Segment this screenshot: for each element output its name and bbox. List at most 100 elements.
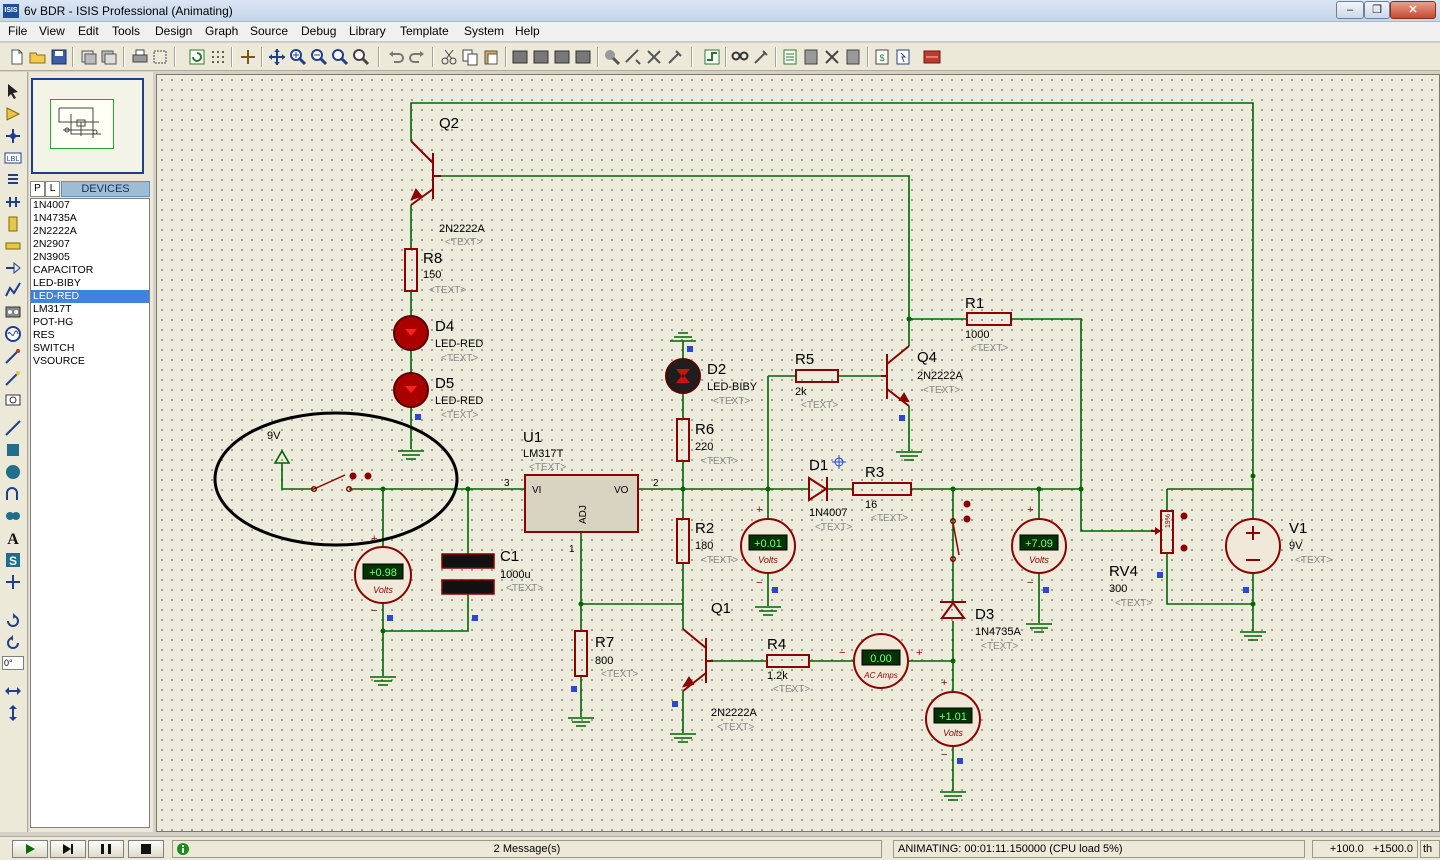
voltage-probe-icon[interactable] (4, 347, 22, 365)
terminals-icon[interactable] (4, 237, 22, 255)
message-field[interactable]: 2 Message(s) (172, 840, 882, 858)
diode-d1[interactable] (808, 476, 828, 502)
device-item-switch[interactable]: SWITCH (33, 342, 75, 354)
copy-icon[interactable] (461, 48, 479, 66)
close-button[interactable]: ✕ (1390, 1, 1436, 19)
paste-icon[interactable] (482, 48, 500, 66)
schematic-canvas[interactable]: Q2 2N2222A <TEXT> R8 150 <TEXT> D4 LED-R… (156, 74, 1440, 832)
menu-help[interactable]: Help (515, 24, 540, 38)
wire-autorouter-icon[interactable] (703, 48, 721, 66)
bill-of-materials-icon[interactable]: $ (873, 48, 891, 66)
resistor-r1[interactable] (966, 312, 1012, 326)
pick-device-icon[interactable] (603, 48, 621, 66)
undo-icon[interactable] (387, 48, 405, 66)
transistor-q4[interactable] (881, 345, 910, 407)
export-icon[interactable] (100, 48, 118, 66)
switch[interactable] (310, 474, 353, 493)
voltmeter-output[interactable] (740, 518, 796, 574)
wire-label-icon[interactable]: LBL (4, 149, 22, 167)
device-item-capacitor[interactable]: CAPACITOR (33, 264, 94, 276)
switch-toggle-dot[interactable] (349, 472, 357, 480)
save-icon[interactable] (50, 48, 68, 66)
device-item-2n3905[interactable]: 2N3905 (33, 251, 70, 263)
device-item-2n2222a[interactable]: 2N2222A (33, 225, 77, 237)
device-pins-icon[interactable] (4, 259, 22, 277)
package-tool-icon[interactable] (645, 48, 663, 66)
menu-system[interactable]: System (464, 24, 505, 38)
graph-mode-icon[interactable] (4, 281, 22, 299)
switch-toggle-dot[interactable] (963, 515, 971, 523)
voltmeter-input[interactable] (354, 546, 412, 604)
device-item-1n4007[interactable]: 1N4007 (33, 199, 70, 211)
import-icon[interactable] (80, 48, 98, 66)
menu-design[interactable]: Design (155, 24, 193, 38)
device-item-lm317t[interactable]: LM317T (33, 303, 72, 315)
current-probe-icon[interactable] (4, 369, 22, 387)
cut-icon[interactable] (440, 48, 458, 66)
device-item-pot-hg[interactable]: POT-HG (33, 316, 74, 328)
resistor-r6[interactable] (676, 418, 690, 462)
zener-diode-d3[interactable] (940, 601, 966, 619)
make-device-icon[interactable] (624, 48, 642, 66)
component-mode-icon[interactable] (4, 105, 22, 123)
mirror-horizontal-icon[interactable] (4, 682, 22, 700)
marker-tool-icon[interactable] (4, 573, 22, 591)
menu-file[interactable]: File (8, 24, 28, 38)
power-terminal-9v[interactable] (273, 449, 291, 464)
led-d2[interactable] (665, 358, 701, 394)
origin-icon[interactable] (239, 48, 257, 66)
menu-library[interactable]: Library (349, 24, 386, 38)
menu-graph[interactable]: Graph (205, 24, 239, 38)
switch-toggle-dot[interactable] (963, 500, 971, 508)
device-item-1n4735a[interactable]: 1N4735A (33, 212, 77, 224)
print-icon[interactable] (131, 48, 149, 66)
property-tool-icon[interactable] (752, 48, 770, 66)
buses-icon[interactable] (4, 193, 22, 211)
menu-template[interactable]: Template (400, 24, 449, 38)
circle-tool-icon[interactable] (4, 463, 22, 481)
library-tab[interactable]: L (45, 181, 60, 197)
block-delete-icon[interactable] (574, 48, 592, 66)
overview-viewport[interactable] (50, 99, 114, 149)
menu-source[interactable]: Source (250, 24, 289, 38)
resistor-r3[interactable] (852, 482, 912, 496)
zoom-all-icon[interactable] (331, 48, 349, 66)
selection-mode-icon[interactable] (4, 82, 22, 100)
pick-devices-tab[interactable]: P (30, 181, 45, 197)
block-move-icon[interactable] (532, 48, 550, 66)
search-icon[interactable] (731, 48, 749, 66)
voltmeter-right[interactable] (1011, 518, 1067, 574)
subcircuit-icon[interactable] (4, 215, 22, 233)
voltage-source-v1[interactable] (1225, 518, 1281, 574)
block-rotate-icon[interactable] (553, 48, 571, 66)
path-tool-icon[interactable] (4, 507, 22, 525)
rv4-decrease-dot[interactable] (1180, 544, 1188, 552)
menu-view[interactable]: View (39, 24, 65, 38)
ares-netlist-icon[interactable] (923, 48, 941, 66)
grid-icon[interactable] (209, 48, 227, 66)
voltmeter-zener[interactable] (925, 691, 981, 747)
resistor-r5[interactable] (795, 369, 839, 383)
play-button[interactable] (12, 840, 48, 858)
capacitor-c1[interactable] (441, 553, 495, 595)
rotate-anticlockwise-icon[interactable] (4, 634, 22, 652)
design-explorer-icon[interactable] (781, 48, 799, 66)
tape-recorder-icon[interactable] (4, 303, 22, 321)
remove-sheet-icon[interactable] (823, 48, 841, 66)
menu-debug[interactable]: Debug (301, 24, 337, 38)
mirror-vertical-icon[interactable] (4, 704, 22, 722)
pan-icon[interactable] (268, 48, 286, 66)
zoom-out-icon[interactable] (310, 48, 328, 66)
device-item-vsource[interactable]: VSOURCE (33, 355, 85, 367)
pause-button[interactable] (88, 840, 124, 858)
device-item-2n2907[interactable]: 2N2907 (33, 238, 70, 250)
new-file-icon[interactable] (8, 48, 26, 66)
overview-window[interactable] (31, 78, 144, 174)
text-tool-icon[interactable]: A (4, 529, 22, 547)
zoom-area-icon[interactable] (352, 48, 370, 66)
block-copy-icon[interactable] (511, 48, 529, 66)
resistor-r7[interactable] (574, 630, 588, 677)
minimize-button[interactable]: – (1336, 1, 1364, 19)
led-d5[interactable] (393, 372, 429, 408)
generator-icon[interactable] (4, 325, 22, 343)
